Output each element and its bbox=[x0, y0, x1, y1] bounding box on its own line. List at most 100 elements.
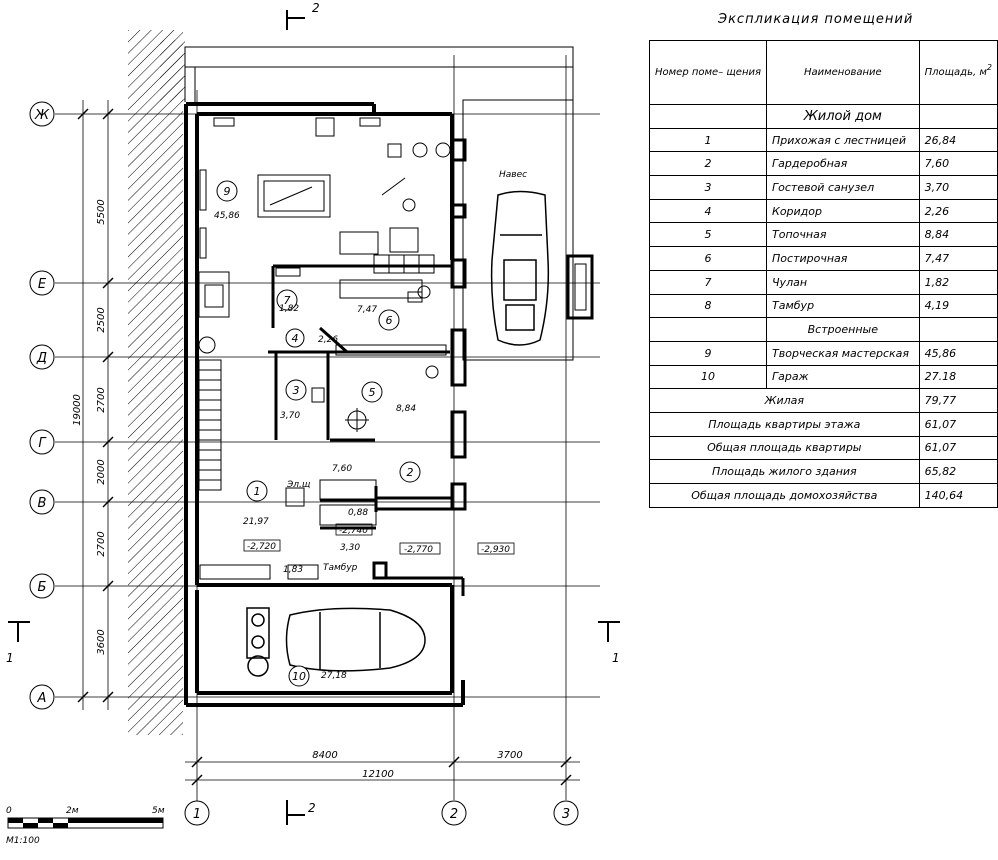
area-tambour: 3,30 bbox=[340, 543, 360, 553]
dim-2700a: 2700 bbox=[96, 387, 107, 412]
axis-label-1: 1 bbox=[193, 807, 201, 822]
axis-bubble-g bbox=[29, 429, 55, 455]
table-section-row: Встроенные bbox=[648, 317, 998, 342]
table-section-row: Жилой дом bbox=[648, 104, 998, 129]
axis-label-e: Е bbox=[38, 277, 47, 292]
dim-2700b: 2700 bbox=[96, 531, 107, 556]
scale-tick-0: 0 bbox=[6, 806, 12, 816]
area-1: 21,97 bbox=[243, 517, 269, 527]
dim-5500: 5500 bbox=[96, 199, 107, 224]
header-area-label: Площадь, м bbox=[924, 67, 987, 78]
area-7: 1,82 bbox=[279, 304, 299, 314]
table-header-row: Номер поме– щения Наименование Площадь, … bbox=[648, 40, 998, 105]
area-4: 2,26 bbox=[318, 335, 338, 345]
elevation-2: -2,740 bbox=[339, 526, 368, 536]
section-residential: Жилой дом bbox=[766, 104, 920, 129]
staircase bbox=[198, 271, 230, 491]
room-number-9: 9 bbox=[224, 185, 231, 198]
dim-12100: 12100 bbox=[362, 769, 394, 780]
section-builtin: Встроенные bbox=[766, 317, 920, 342]
axis-label-v: В bbox=[38, 496, 47, 511]
room-number-1: 1 bbox=[254, 485, 261, 498]
axis-label-3: 3 bbox=[562, 807, 570, 822]
ground-hatch-top bbox=[160, 40, 185, 102]
axis-bubble-v bbox=[29, 489, 55, 515]
axis-bubble-e bbox=[29, 270, 55, 296]
axis-bubble-b bbox=[29, 573, 55, 599]
axis-bubble-d bbox=[29, 344, 55, 370]
dim-8400: 8400 bbox=[312, 750, 337, 761]
car-garage bbox=[246, 607, 426, 677]
dim-19000: 19000 bbox=[72, 394, 83, 426]
dim-2500: 2500 bbox=[96, 307, 107, 332]
header-area-sup: 2 bbox=[986, 63, 992, 72]
room-number-2: 2 bbox=[407, 466, 414, 479]
axis-bubble-zh bbox=[29, 101, 55, 127]
area-closet: 0,88 bbox=[348, 508, 368, 518]
area-3: 3,70 bbox=[280, 411, 300, 421]
canopy-label: Навес bbox=[499, 170, 527, 180]
elevation-4: -2,930 bbox=[481, 545, 510, 555]
axis-bubble-1 bbox=[184, 800, 210, 826]
axis-label-zh: Ж bbox=[34, 108, 50, 123]
room-number-4: 4 bbox=[292, 332, 299, 345]
room-number-10: 10 bbox=[292, 670, 306, 683]
elevation-3: -2,770 bbox=[404, 545, 433, 555]
header-area: Площадь, м2 bbox=[918, 40, 998, 105]
axis-label-g: Г bbox=[38, 436, 47, 451]
header-name: Наименование bbox=[766, 40, 920, 105]
room-number-6: 6 bbox=[386, 314, 393, 327]
dim-3600: 3600 bbox=[96, 629, 107, 654]
area-10: 27,18 bbox=[321, 671, 347, 681]
dim-3700: 3700 bbox=[497, 750, 522, 761]
area-6: 7,47 bbox=[357, 305, 377, 315]
section-mark-top: 2 bbox=[312, 1, 320, 15]
axis-bubble-3 bbox=[553, 800, 579, 826]
axis-label-2: 2 bbox=[450, 807, 458, 822]
axis-label-a: А bbox=[37, 691, 47, 706]
car-canopy bbox=[490, 190, 550, 346]
section-mark-left: 1 bbox=[6, 651, 14, 665]
room-number-7: 7 bbox=[284, 294, 291, 307]
furniture bbox=[199, 117, 451, 580]
scale-label: М1:100 bbox=[6, 836, 40, 846]
axis-bubble-a bbox=[29, 684, 55, 710]
area-2: 7,60 bbox=[332, 464, 352, 474]
scale-tick-5m: 5м bbox=[152, 806, 165, 816]
axis-label-d: Д bbox=[36, 351, 47, 366]
area-hall: 1,83 bbox=[283, 565, 303, 575]
table-title: Экспликация помещений bbox=[718, 12, 914, 27]
elevation-1: -2,720 bbox=[247, 542, 276, 552]
header-num: Номер поме– щения bbox=[648, 40, 768, 105]
section-mark-right: 1 bbox=[612, 651, 620, 665]
scale-tick-2m: 2м bbox=[66, 806, 79, 816]
axis-label-b: Б bbox=[38, 580, 47, 595]
ground-hatch-left bbox=[128, 30, 183, 735]
grid-lines bbox=[55, 55, 600, 810]
room-schedule-table: Номер поме– щения Наименование Площадь, … bbox=[648, 40, 998, 508]
room-number-5: 5 bbox=[369, 386, 376, 399]
room-number-3: 3 bbox=[293, 384, 300, 397]
area-9: 45,86 bbox=[214, 211, 240, 221]
el-shield-label: Эл.щ bbox=[286, 480, 311, 490]
scale-bar bbox=[7, 817, 164, 829]
tambour-label: Тамбур bbox=[323, 563, 358, 573]
section-mark-bottom: 2 bbox=[308, 801, 316, 815]
axis-bubble-2 bbox=[441, 800, 467, 826]
